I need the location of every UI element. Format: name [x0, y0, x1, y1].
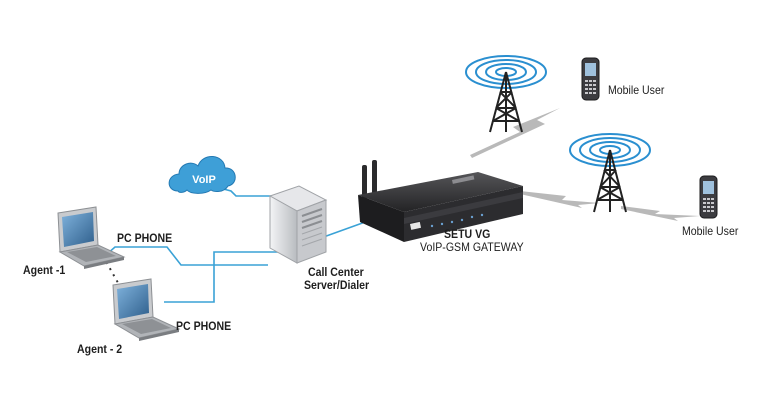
cell-tower-1: [465, 55, 547, 133]
gateway-name-label: SETU VG: [444, 227, 491, 241]
wireless-link-icon: [621, 206, 700, 221]
pc-phone-label-2: PC PHONE: [176, 319, 232, 333]
mobile-phone-icon: [699, 175, 718, 219]
server-icon: [268, 185, 328, 264]
gateway-desc-label: VoIP-GSM GATEWAY: [420, 240, 524, 254]
setu-vg-gateway: [358, 160, 523, 242]
router-icon: [358, 160, 523, 242]
server-label-line2: Server/Dialer: [304, 278, 370, 292]
mobile-user-1-phone: [581, 57, 600, 101]
tower-icon: [489, 71, 523, 133]
laptop-icon: [57, 206, 126, 269]
call-center-server: [268, 185, 328, 264]
cloud-icon: [168, 156, 236, 194]
agent-1-label: Agent -1: [23, 263, 66, 277]
voip-cloud: VoIP: [168, 156, 236, 194]
mobile-user-2-phone: [699, 175, 718, 219]
link-agent2-to-server: [164, 251, 278, 303]
mobile-phone-icon: [581, 57, 600, 101]
wireless-link-icon: [520, 191, 600, 208]
tower-icon: [593, 149, 627, 213]
agent-2-label: Agent - 2: [77, 342, 123, 356]
laptop-icon: [112, 278, 181, 341]
cloud-label: VoIP: [192, 174, 216, 186]
wireless-links: [470, 108, 700, 221]
wireless-link-icon: [470, 108, 560, 158]
server-label-line1: Call Center: [308, 265, 364, 279]
link-agent1-to-server: [97, 246, 268, 266]
mobile-user-1-label: Mobile User: [608, 83, 665, 97]
cell-tower-2: [569, 133, 651, 213]
mobile-user-2-label: Mobile User: [682, 224, 739, 238]
pc-phone-label-1: PC PHONE: [117, 231, 173, 245]
laptop-agent-2: [112, 278, 181, 341]
laptop-agent-1: [57, 206, 126, 269]
